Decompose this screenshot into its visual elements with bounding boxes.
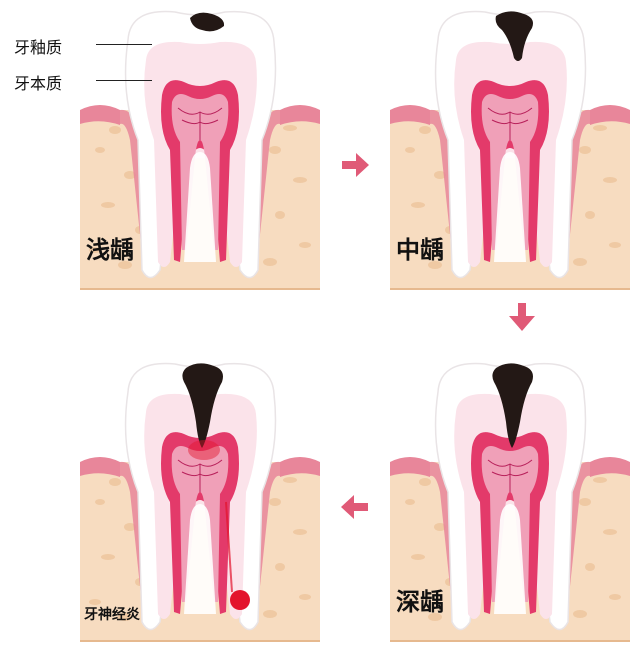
root-canal-core xyxy=(184,152,216,262)
cavity-deep xyxy=(182,363,223,448)
bone-spot xyxy=(434,171,446,179)
bone-spot xyxy=(573,258,587,266)
tooth-shallow-caries xyxy=(80,10,320,290)
bone-spot xyxy=(299,594,311,600)
bone-spot xyxy=(275,211,285,219)
cavity-medium xyxy=(495,11,533,61)
arrow-down-icon xyxy=(509,303,535,331)
bone-spot xyxy=(579,146,591,154)
bone-spot xyxy=(89,599,101,605)
bone-spot xyxy=(593,125,607,131)
bone-spot xyxy=(593,477,607,483)
bone-spot xyxy=(101,202,115,208)
gum-right xyxy=(590,105,630,125)
legend-dentin-pointer xyxy=(96,80,152,81)
root-canal-core xyxy=(494,152,526,262)
legend-enamel-label: 牙釉质 xyxy=(14,38,63,57)
legend-dentin-label: 牙本质 xyxy=(14,74,63,93)
bone-spot xyxy=(419,478,431,486)
bone-spot xyxy=(263,610,277,618)
bone-spot xyxy=(283,125,297,131)
gum-left xyxy=(80,457,120,477)
gum-left xyxy=(80,105,120,125)
bone-spot xyxy=(89,247,101,253)
bone-spot xyxy=(603,177,617,183)
inflammation-area xyxy=(188,440,220,460)
bone-spot xyxy=(434,523,446,531)
pulp-inner xyxy=(481,446,539,602)
panel-medium-caries xyxy=(390,0,630,292)
cavity-shallow xyxy=(190,12,225,32)
bone-spot xyxy=(405,147,415,153)
bone-spot xyxy=(283,477,297,483)
stage-label-deep: 深龋 xyxy=(396,588,444,616)
cavity-deep xyxy=(492,363,533,448)
bone-spot xyxy=(573,610,587,618)
bone-spot xyxy=(95,499,105,505)
gum-left xyxy=(390,457,430,477)
bone-spot xyxy=(95,147,105,153)
arrow-right-icon xyxy=(342,153,369,177)
bone-spot xyxy=(411,202,425,208)
nerve-fibers xyxy=(177,107,223,140)
root-canal-core xyxy=(184,504,216,614)
tooth-deep-caries xyxy=(390,362,630,642)
gum-right xyxy=(280,105,320,125)
bone-spot xyxy=(293,177,307,183)
bone-spot xyxy=(109,478,121,486)
abscess-dot xyxy=(230,590,250,610)
bone-spot xyxy=(118,613,132,621)
bone-spot xyxy=(428,613,442,621)
bone-spot xyxy=(299,242,311,248)
bone-spot xyxy=(269,498,281,506)
bone-spot xyxy=(124,523,136,531)
bone-spot xyxy=(419,126,431,134)
nerve-fibers xyxy=(177,459,223,492)
gum-right xyxy=(590,457,630,477)
bone-spot xyxy=(428,261,442,269)
bone-spot xyxy=(585,211,595,219)
tooth-pulpitis xyxy=(80,362,320,642)
stage-label-pulpitis: 牙神经炎 xyxy=(84,607,140,623)
panel-deep-caries xyxy=(390,352,630,644)
stage-label-medium: 中龋 xyxy=(396,236,444,264)
inflammation-trail xyxy=(225,501,233,593)
bone-spot xyxy=(405,499,415,505)
bone-spot xyxy=(603,529,617,535)
bone-spot xyxy=(275,563,285,571)
bone-spot xyxy=(109,126,121,134)
bone-spot xyxy=(101,554,115,560)
nerve-fibers xyxy=(487,107,533,140)
root-canal-core xyxy=(494,504,526,614)
bone-spot xyxy=(399,599,411,605)
bone-spot xyxy=(579,498,591,506)
gum-left xyxy=(390,105,430,125)
pulp-inner xyxy=(171,446,229,602)
bone-spot xyxy=(585,563,595,571)
pulp-inner xyxy=(171,94,229,250)
panel-pulpitis xyxy=(80,352,320,644)
bone-spot xyxy=(263,258,277,266)
pulp-inner xyxy=(481,94,539,250)
bone-spot xyxy=(609,242,621,248)
gum-right xyxy=(280,457,320,477)
arrow-left-icon xyxy=(341,495,368,519)
legend-enamel-pointer xyxy=(96,44,152,45)
bone-spot xyxy=(609,594,621,600)
bone-spot xyxy=(411,554,425,560)
bone-spot xyxy=(118,261,132,269)
nerve-fibers xyxy=(487,459,533,492)
bone-spot xyxy=(399,247,411,253)
tooth-medium-caries xyxy=(390,10,630,290)
stage-label-shallow: 浅龋 xyxy=(86,236,134,264)
panel-shallow-caries xyxy=(80,0,320,292)
bone-spot xyxy=(269,146,281,154)
bone-spot xyxy=(293,529,307,535)
bone-spot xyxy=(124,171,136,179)
